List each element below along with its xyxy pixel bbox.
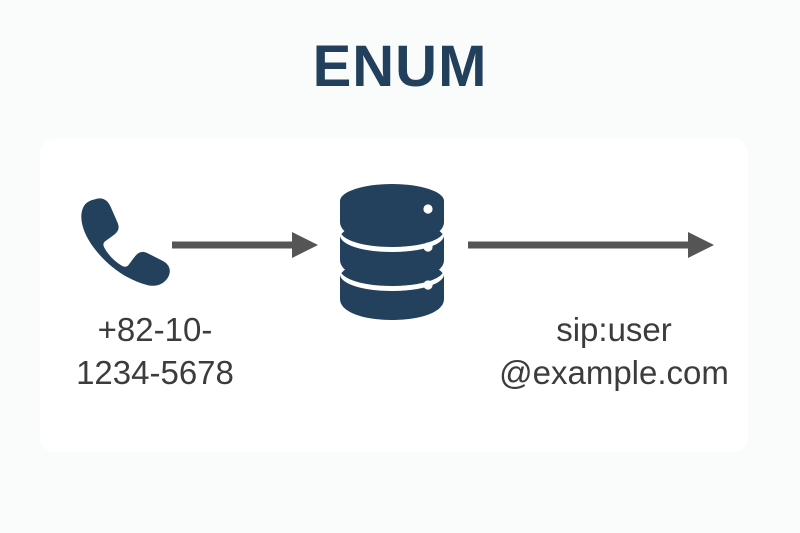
source-phone-label: +82-10- 1234-5678 — [30, 309, 280, 395]
target-sip-line-2: @example.com — [499, 353, 729, 391]
arrow-database-to-sip — [468, 230, 714, 260]
page-title: ENUM — [312, 34, 488, 99]
arrow-phone-to-database — [172, 230, 318, 260]
source-phone-line-2: 1234-5678 — [76, 353, 234, 391]
target-sip-line-1: sip:user — [556, 311, 672, 348]
source-phone-line-1: +82-10- — [97, 311, 213, 348]
target-sip-label: sip:user @example.com — [478, 309, 750, 395]
database-cylinder-icon — [336, 181, 448, 323]
phone-handset-icon — [74, 192, 170, 288]
